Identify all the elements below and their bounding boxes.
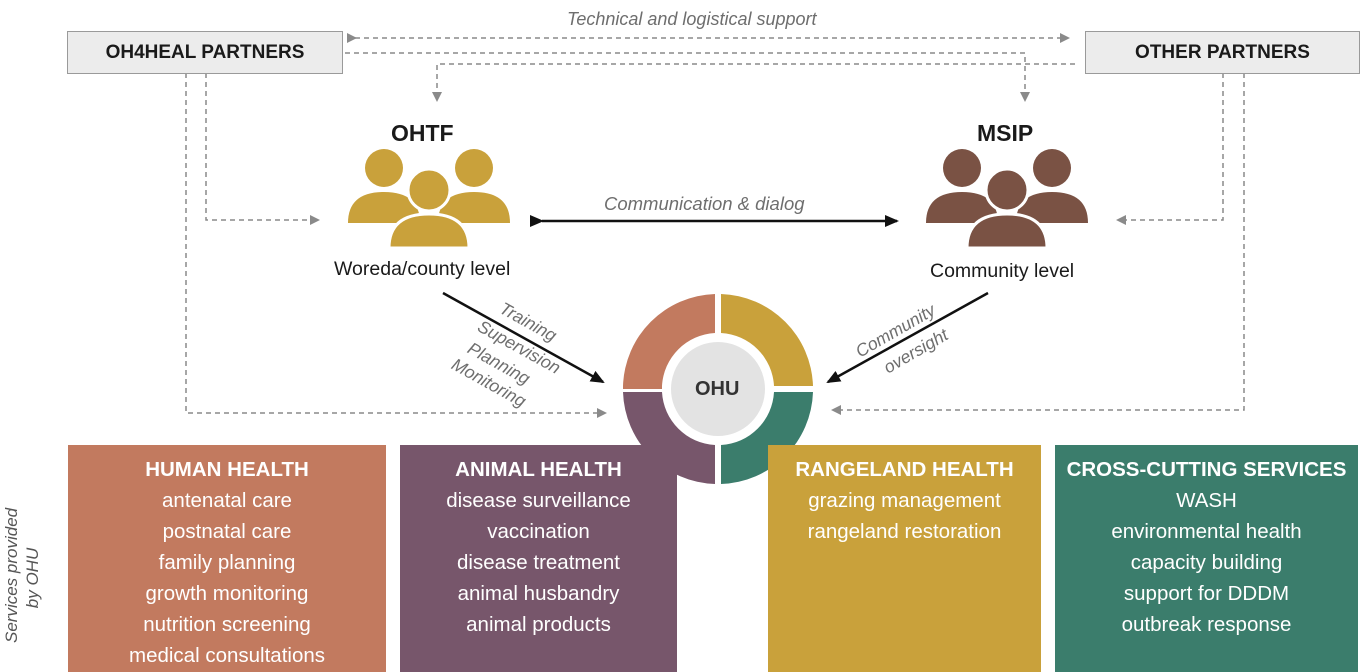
service-item: vaccination: [487, 520, 590, 543]
service-item: outbreak response: [1121, 613, 1292, 636]
ohtf-people-icon: [348, 149, 510, 250]
other-partners-box: OTHER PARTNERS: [1085, 31, 1360, 74]
ohtf-title: OHTF: [391, 120, 454, 146]
left-partners-to-ohtf-arrow: [205, 73, 320, 225]
service-title: HUMAN HEALTH: [145, 458, 309, 481]
service-item: antenatal care: [162, 489, 292, 512]
service-item: disease treatment: [457, 551, 620, 574]
ohu-segment-cross-cutting: [721, 392, 813, 484]
ohu-segment-animal: [623, 392, 715, 484]
ohu-ring: [623, 294, 813, 484]
other-to-msip-arrow: [1116, 73, 1224, 225]
service-human-health: HUMAN HEALTH antenatal care postnatal ca…: [68, 445, 386, 672]
dashed-connectors: [185, 33, 1245, 418]
service-item: nutrition screening: [143, 613, 311, 636]
service-item: disease surveillance: [446, 489, 631, 512]
service-animal-health: ANIMAL HEALTH disease surveillance vacci…: [400, 445, 677, 672]
msip-title: MSIP: [977, 120, 1034, 146]
service-title: ANIMAL HEALTH: [455, 458, 622, 481]
msip-people-icon: [926, 149, 1088, 250]
service-item: rangeland restoration: [807, 520, 1002, 543]
service-item: growth monitoring: [145, 582, 309, 605]
msip-to-ohu-arrow: [826, 291, 989, 384]
ohtf-to-ohu-arrow: [442, 291, 605, 384]
service-item: medical consultations: [129, 644, 325, 667]
support-label: Technical and logistical support: [567, 9, 817, 29]
communication-label: Communication & dialog: [604, 193, 805, 214]
service-item: postnatal care: [162, 520, 292, 543]
ohu-label: OHU: [695, 378, 740, 400]
service-title: RANGELAND HEALTH: [795, 458, 1014, 481]
msip-level: Community level: [930, 260, 1075, 282]
ohu-segment-rangeland: [721, 294, 813, 386]
oh4heal-partners-box: OH4HEAL PARTNERS: [67, 31, 343, 74]
services-side-line-1: Services provided: [2, 507, 21, 643]
service-cross-cutting: CROSS-CUTTING SERVICES WASH environmenta…: [1055, 445, 1358, 672]
other-to-ohtf-arrow: [432, 63, 1075, 102]
partners-to-msip-arrow: [345, 52, 1030, 102]
service-item: WASH: [1176, 489, 1237, 512]
services-side-line-2: by OHU: [23, 547, 42, 609]
service-item: capacity building: [1130, 551, 1283, 574]
ohu-center: [667, 338, 769, 440]
service-item: environmental health: [1111, 520, 1302, 543]
ohtf-level: Woreda/county level: [334, 258, 511, 280]
service-item: family planning: [158, 551, 296, 574]
service-item: animal husbandry: [457, 582, 620, 605]
service-item: support for DDDM: [1123, 582, 1290, 605]
service-rangeland-health: RANGELAND HEALTH grazing management rang…: [768, 445, 1041, 672]
ohu-segment-human: [623, 294, 715, 389]
services-side-label: Services provided by OHU: [1, 508, 43, 643]
service-item: grazing management: [808, 489, 1001, 512]
service-item: animal products: [466, 613, 611, 636]
service-title: CROSS-CUTTING SERVICES: [1066, 458, 1347, 481]
other-to-ohu-arrow: [831, 73, 1245, 415]
